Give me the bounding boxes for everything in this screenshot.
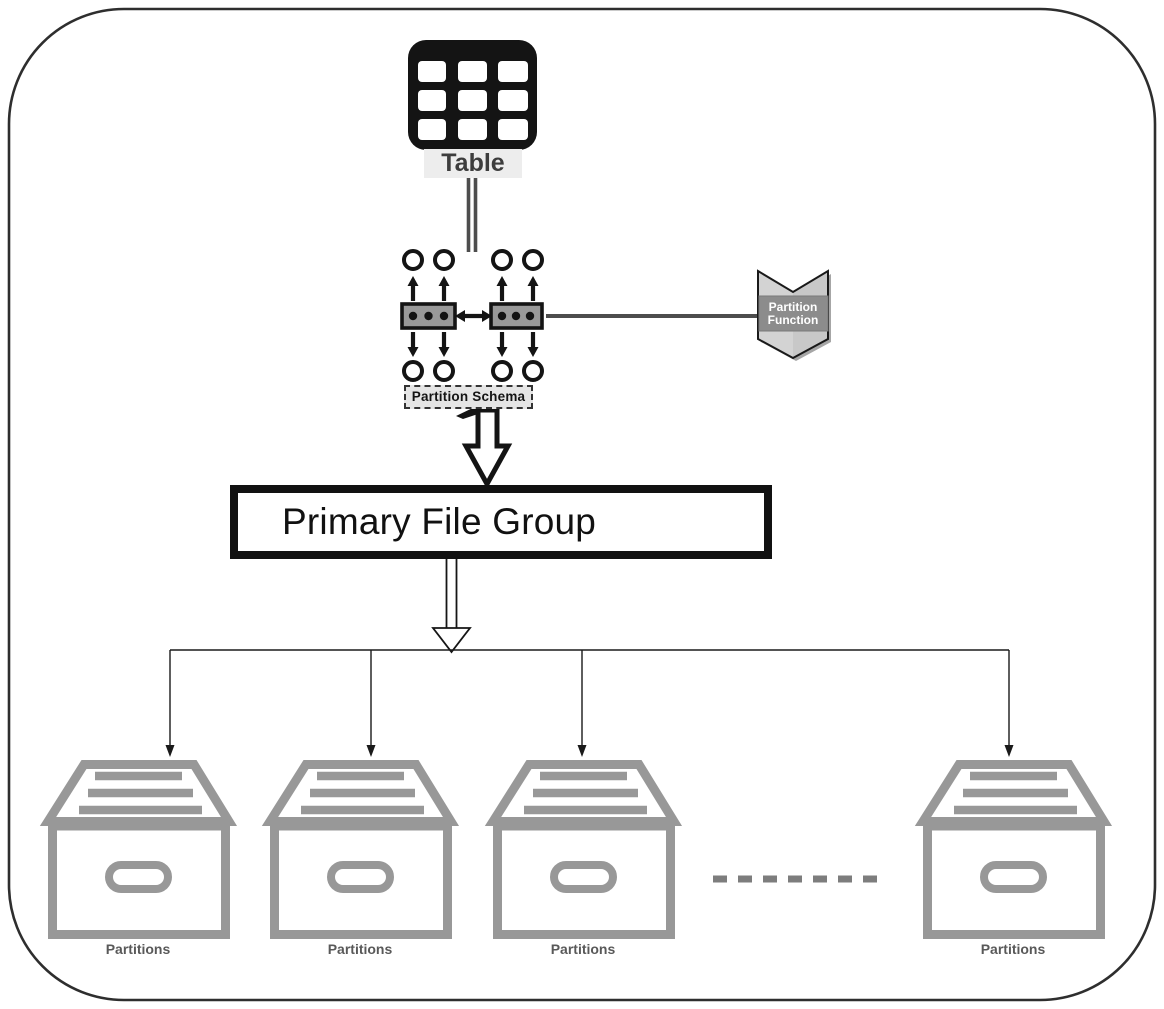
filegroup-to-partitions-arrow xyxy=(431,559,472,654)
schema-to-filegroup-arrow xyxy=(456,404,513,490)
partition-function-banner-icon xyxy=(757,269,831,361)
partitions-label-3: Partitions xyxy=(550,941,616,957)
partitions-label-1: Partitions xyxy=(105,941,171,957)
partition-fanout-lines xyxy=(165,649,1014,757)
primary-file-group-label: Primary File Group xyxy=(282,501,597,542)
table-node-label: Table xyxy=(424,149,522,178)
partition-drawer-icon-4 xyxy=(923,765,1104,935)
table-schema-connector xyxy=(466,177,478,252)
partition-drawer-icon-1 xyxy=(48,765,229,935)
primary-file-group-box: Primary File Group xyxy=(230,485,772,559)
outer-container-border xyxy=(7,7,1157,1002)
partition-schema-label: Partition Schema xyxy=(404,385,533,409)
partition-schema-icon xyxy=(400,249,544,382)
partitions-label-2: Partitions xyxy=(327,941,393,957)
table-icon xyxy=(408,40,537,150)
partition-function-label: Partition Function xyxy=(767,299,819,327)
partition-drawer-icon-2 xyxy=(270,765,451,935)
partitions-label-4: Partitions xyxy=(980,941,1046,957)
partition-drawer-icon-3 xyxy=(493,765,674,935)
